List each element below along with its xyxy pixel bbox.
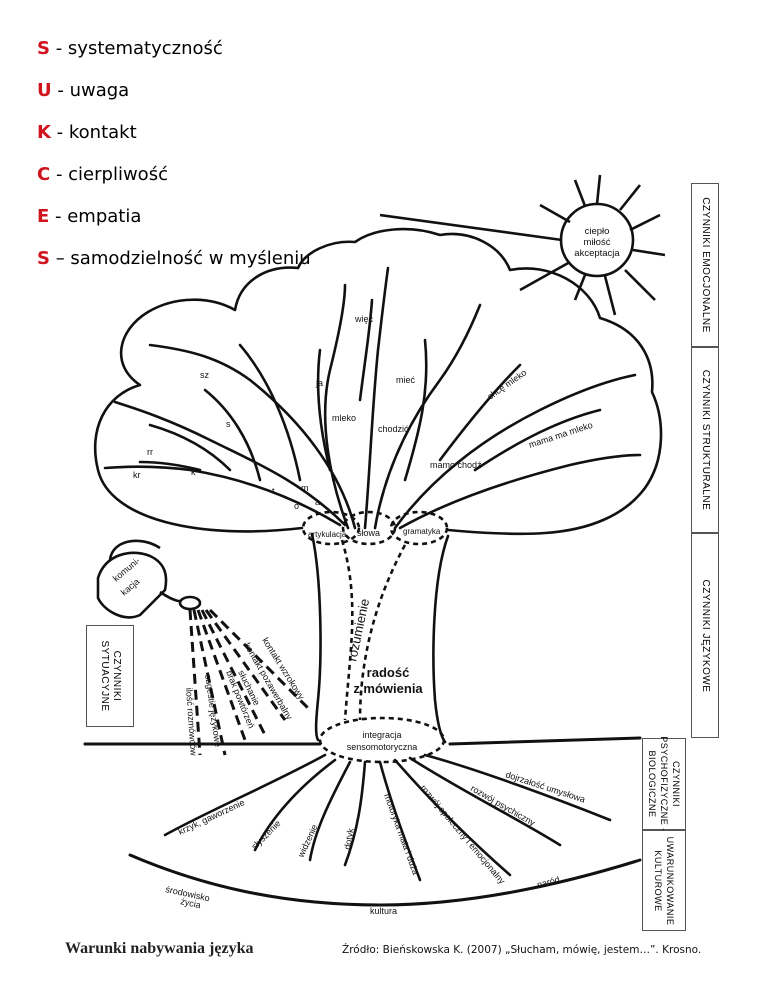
acronym-letter: S (37, 38, 50, 59)
word-kr: kr (133, 470, 141, 480)
label-czynniki-sytuacyjne: CZYNNIKI SYTUACYJNE (86, 625, 134, 727)
label-czynniki-jezykowe: CZYNNIKI JĘZYKOWE (691, 533, 719, 738)
label-uwarunkowanie-kulturowe: UWARUNKOWANIE KULTUROWE (642, 830, 686, 931)
word-gramatyka: gramatyka (403, 527, 441, 536)
acronym-letter: E (37, 206, 50, 227)
word-sz: sz (200, 370, 210, 380)
word-miec: mieć (396, 375, 416, 385)
word-chodzic: chodzić (378, 424, 409, 434)
acronym-letter: C (37, 164, 51, 185)
spray-label-6: ilość rozmówców (184, 687, 199, 756)
root-dotyk: dotyk (342, 827, 356, 850)
root-dojrzalosc: dojrzałość umysłowa (504, 769, 586, 804)
word-rr: rr (147, 447, 153, 457)
tree-crown-outline (93, 227, 663, 536)
label-czynniki-psychofizyczne: CZYNNIKI PSYCHOFIZYCZNE - BIOLOGICZNE (642, 736, 686, 832)
root-kultura: kultura (370, 906, 397, 916)
word-m: m (301, 483, 309, 493)
acronym-line: S – samodzielność w myśleniu (37, 238, 311, 280)
word-chce-mleko: chcę mleko (485, 367, 528, 401)
root-motoryka: motoryka mała i duża (382, 792, 421, 876)
word-k: k (191, 467, 196, 477)
source-citation: Źródło: Bieńskowska K. (2007) „Słucham, … (342, 944, 702, 956)
word-mamo-chodz: mamo chodź (430, 460, 482, 470)
ground-line (83, 736, 642, 746)
trunk-integracja-1: integracja (362, 730, 401, 740)
sun-line-2: miłość (584, 237, 611, 248)
acronym-line: S - systematyczność (37, 28, 311, 70)
acronym-text: - uwaga (51, 80, 130, 101)
acronym-text: - cierpliwość (50, 164, 168, 185)
sun-line-3: akceptacja (574, 248, 620, 259)
acronym-letter: U (37, 80, 52, 101)
root-srodowisko-2: życia (180, 896, 202, 910)
figure-caption: Warunki nabywania języka (65, 940, 254, 957)
trunk-integracja-2: sensomotoryczna (347, 742, 418, 752)
label-czynniki-emocjonalne: CZYNNIKI EMOCJONALNE (691, 183, 719, 347)
word-artykulacja: artykulacja (308, 530, 347, 539)
word-t: t (272, 486, 275, 496)
word-wiec: więc (354, 314, 374, 324)
root-slyszenie: słyszenie (249, 818, 282, 851)
word-slowa: słowa (357, 528, 380, 538)
trunk-rozumienie: rozumienie (344, 597, 372, 662)
root-rozwoj-psychiczny: rozwój psychiczny (469, 783, 537, 828)
trunk-radosc-1: radość (367, 665, 410, 680)
root-widzenie: widzenie (295, 823, 319, 860)
acronym-text: - systematyczność (49, 38, 223, 59)
watering-can-body (96, 551, 168, 619)
sun-line-1: ciepło (585, 226, 610, 237)
acronym-line: K - kontakt (37, 112, 311, 154)
word-a: a (315, 497, 320, 507)
acronym-text: – samodzielność w myśleniu (49, 248, 311, 269)
label-czynniki-strukturalne: CZYNNIKI STRUKTURALNE (691, 347, 719, 533)
root-krzyk: krzyk, gaworzenie (177, 797, 247, 837)
acronym-letter: K (37, 122, 51, 143)
word-o: o (294, 501, 299, 511)
acronym-text: - kontakt (50, 122, 137, 143)
spray-label-5: sugestie językowe (203, 674, 223, 748)
acronym-line: U - uwaga (37, 70, 311, 112)
trunk-radosc-2: z mówienia (353, 681, 423, 696)
acronym-text: - empatia (49, 206, 142, 227)
acronym-line: E - empatia (37, 196, 311, 238)
word-mleko: mleko (332, 413, 356, 423)
acronym-line: C - cierpliwość (37, 154, 311, 196)
trunk-left-edge (310, 532, 322, 742)
acronym-letter: S (37, 248, 50, 269)
root-narod: naród (536, 874, 561, 890)
word-ja: ja (315, 378, 323, 388)
trunk-right-edge (432, 534, 450, 744)
word-s: s (226, 419, 231, 429)
